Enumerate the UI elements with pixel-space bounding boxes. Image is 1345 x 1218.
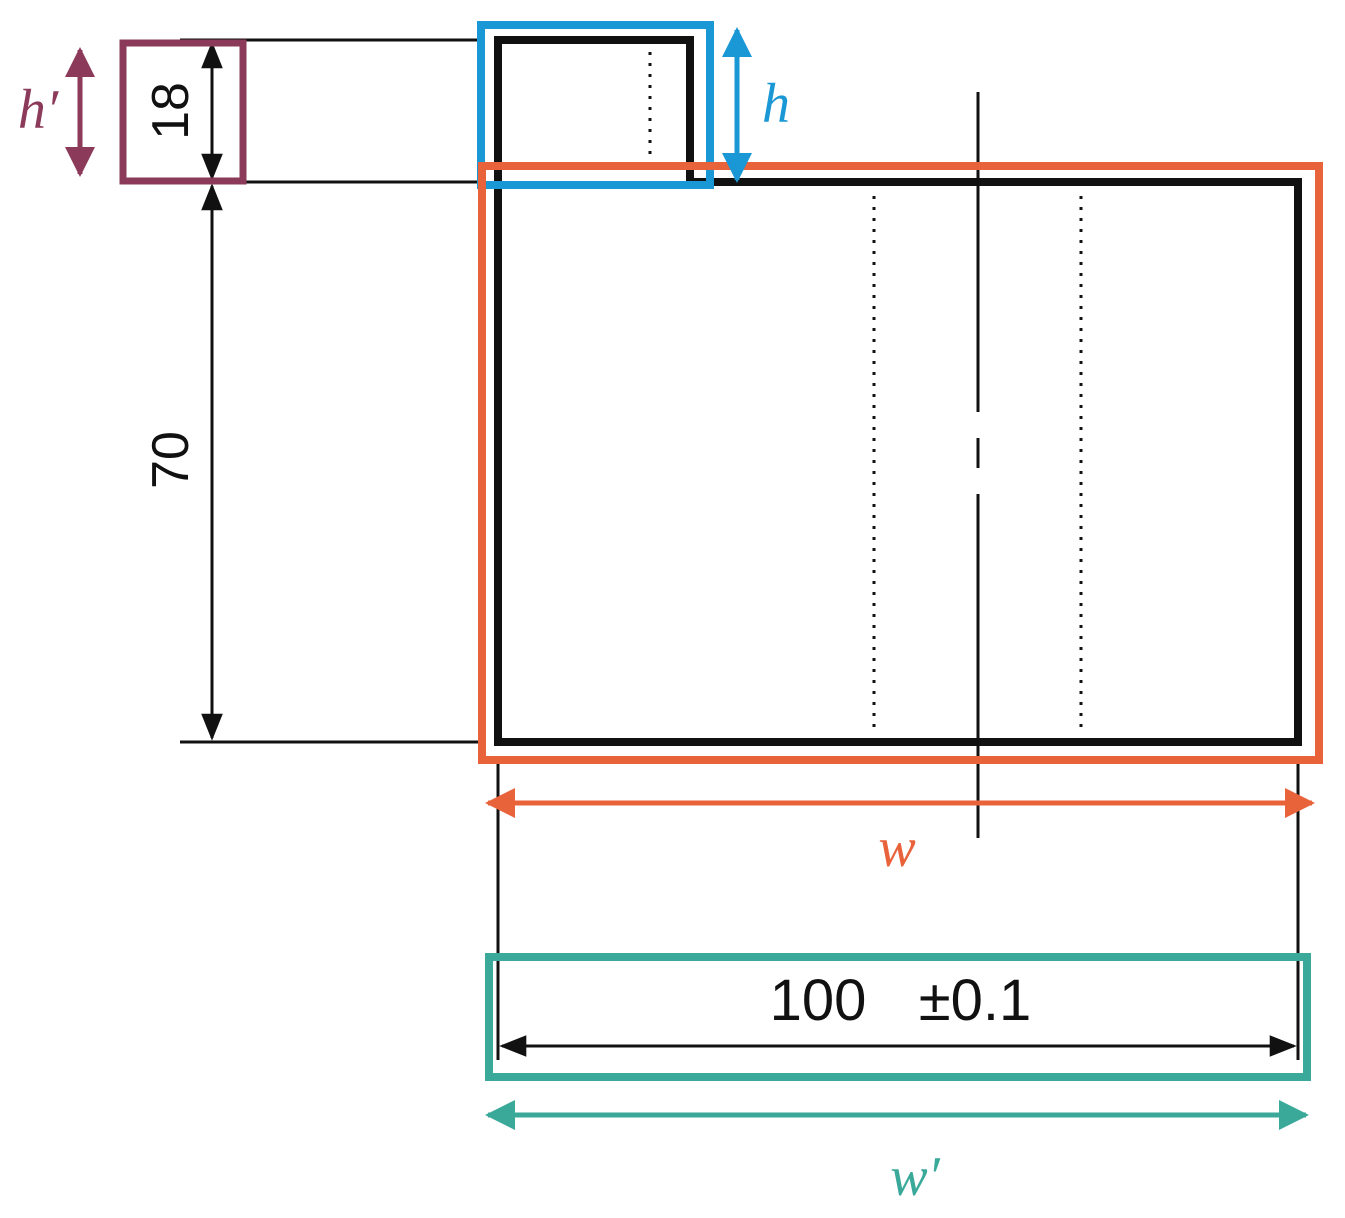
h-prime-label: h′ bbox=[18, 79, 59, 141]
dimension-100-label: 100 bbox=[770, 968, 867, 1033]
dimension-100: 100 ±0.1 bbox=[499, 968, 1297, 1057]
h-label: h bbox=[762, 73, 790, 135]
dimension-70: 70 bbox=[142, 183, 223, 741]
w-prime-label: w′ bbox=[890, 1146, 940, 1208]
dimension-18-label: 18 bbox=[142, 82, 200, 140]
hidden-lines bbox=[648, 52, 1083, 730]
w-prime-box bbox=[485, 953, 1311, 1081]
dimension-tolerance-label: ±0.1 bbox=[919, 968, 1031, 1033]
dimension-70-label: 70 bbox=[142, 431, 200, 489]
extension-lines bbox=[180, 38, 1300, 1060]
part-outline bbox=[494, 36, 1302, 746]
h-box bbox=[477, 21, 714, 189]
h-prime-box bbox=[119, 39, 247, 185]
w-box bbox=[478, 162, 1323, 764]
dimension-18: 18 bbox=[142, 41, 223, 181]
w-label: w bbox=[878, 817, 915, 879]
